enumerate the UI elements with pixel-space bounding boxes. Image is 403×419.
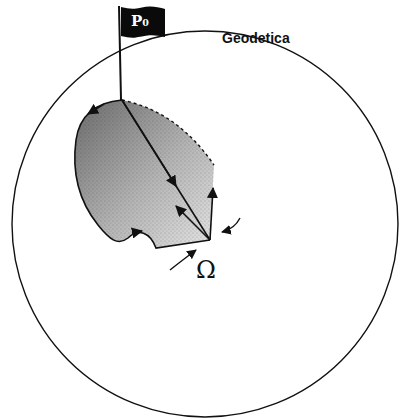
- path-direction-arrow: [132, 231, 142, 233]
- angle-pointer: [222, 218, 240, 232]
- closed-path: [75, 100, 210, 248]
- transport-line: [122, 100, 210, 240]
- angle-label: Ω: [196, 256, 216, 284]
- point-label: P₀: [131, 14, 149, 29]
- sphere-outline: [12, 31, 398, 417]
- final-vector: [210, 188, 213, 240]
- flag-pole: [119, 6, 121, 100]
- flag-cloth: [121, 6, 165, 37]
- curve-label: Geodetica: [222, 30, 290, 46]
- flag-node: P₀: [121, 6, 165, 38]
- geodesic-line: [122, 100, 214, 165]
- enclosed-region: [75, 100, 214, 248]
- path-direction-arrow: [88, 104, 104, 114]
- angle-pointer: [170, 250, 196, 270]
- region-stipple: [75, 100, 214, 248]
- transported-vector: [176, 206, 210, 240]
- initial-vector: [122, 100, 176, 186]
